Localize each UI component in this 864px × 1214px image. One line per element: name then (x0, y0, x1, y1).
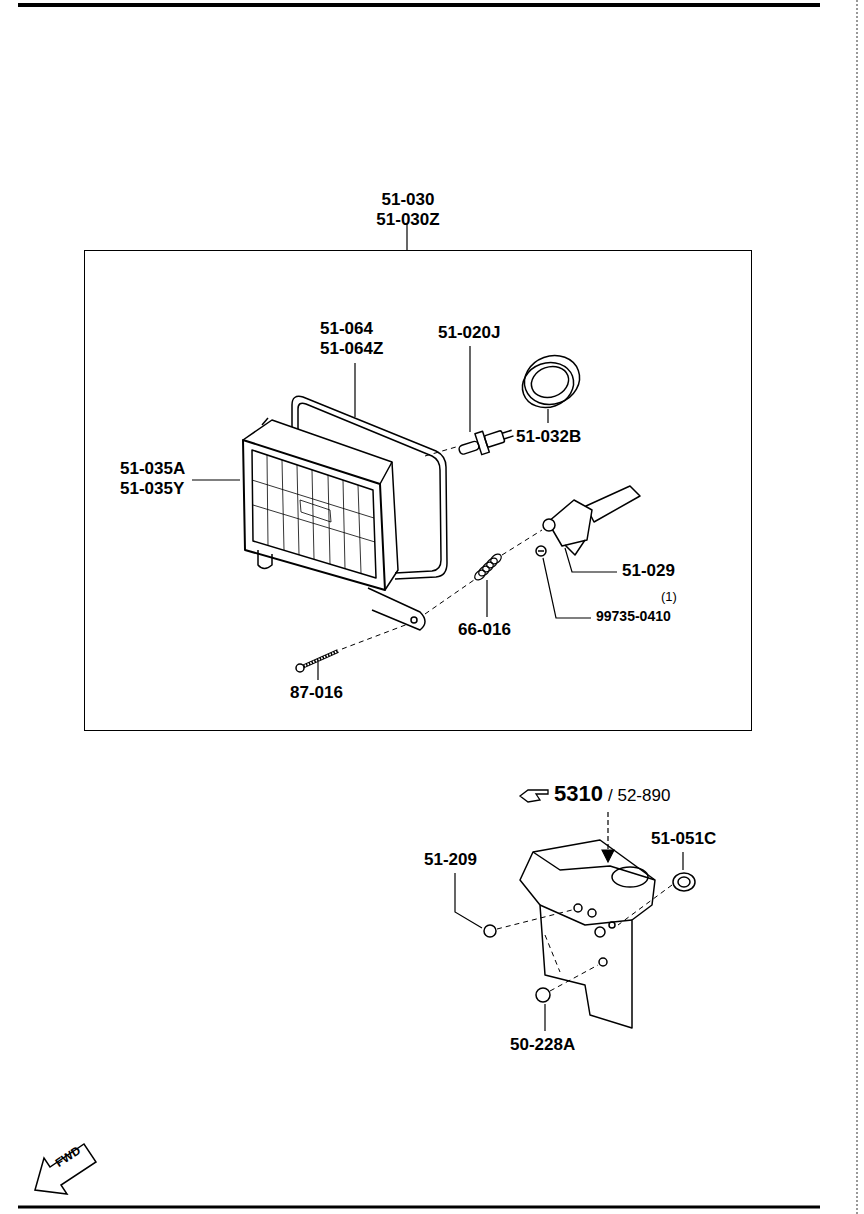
part-number: 5310 (554, 781, 603, 806)
assembly-part-number: 51-030Z (376, 210, 439, 230)
reference-icon (520, 790, 548, 802)
headlamp-drawing (243, 348, 640, 672)
part-number: 51-064 (320, 319, 373, 339)
part-number: 51-035A (120, 459, 185, 479)
leader-lines (455, 812, 683, 1031)
page-rule (18, 1206, 820, 1209)
part-number: 51-032B (516, 427, 581, 447)
part-number: / 52-890 (608, 786, 670, 806)
part-number: (1) (661, 590, 677, 605)
leader-lines (192, 346, 617, 680)
part-number: 51-020J (438, 323, 500, 343)
direction-label: FWD (53, 1144, 83, 1170)
assembly-part-number: 51-030 (382, 190, 435, 210)
page-edge (856, 0, 858, 1214)
part-number: 51-064Z (320, 339, 383, 359)
page-rule (18, 3, 820, 7)
part-number: 99735-0410 (596, 608, 671, 624)
part-number: 51-035Y (120, 479, 184, 499)
part-number: 87-016 (290, 683, 343, 703)
part-number: 51-029 (622, 561, 675, 581)
part-number: 66-016 (458, 620, 511, 640)
bracket-drawing (484, 840, 695, 1028)
part-number: 51-209 (424, 850, 477, 870)
part-number: 51-051C (651, 829, 716, 849)
part-number: 50-228A (510, 1035, 575, 1055)
forward-arrow (35, 1144, 96, 1194)
